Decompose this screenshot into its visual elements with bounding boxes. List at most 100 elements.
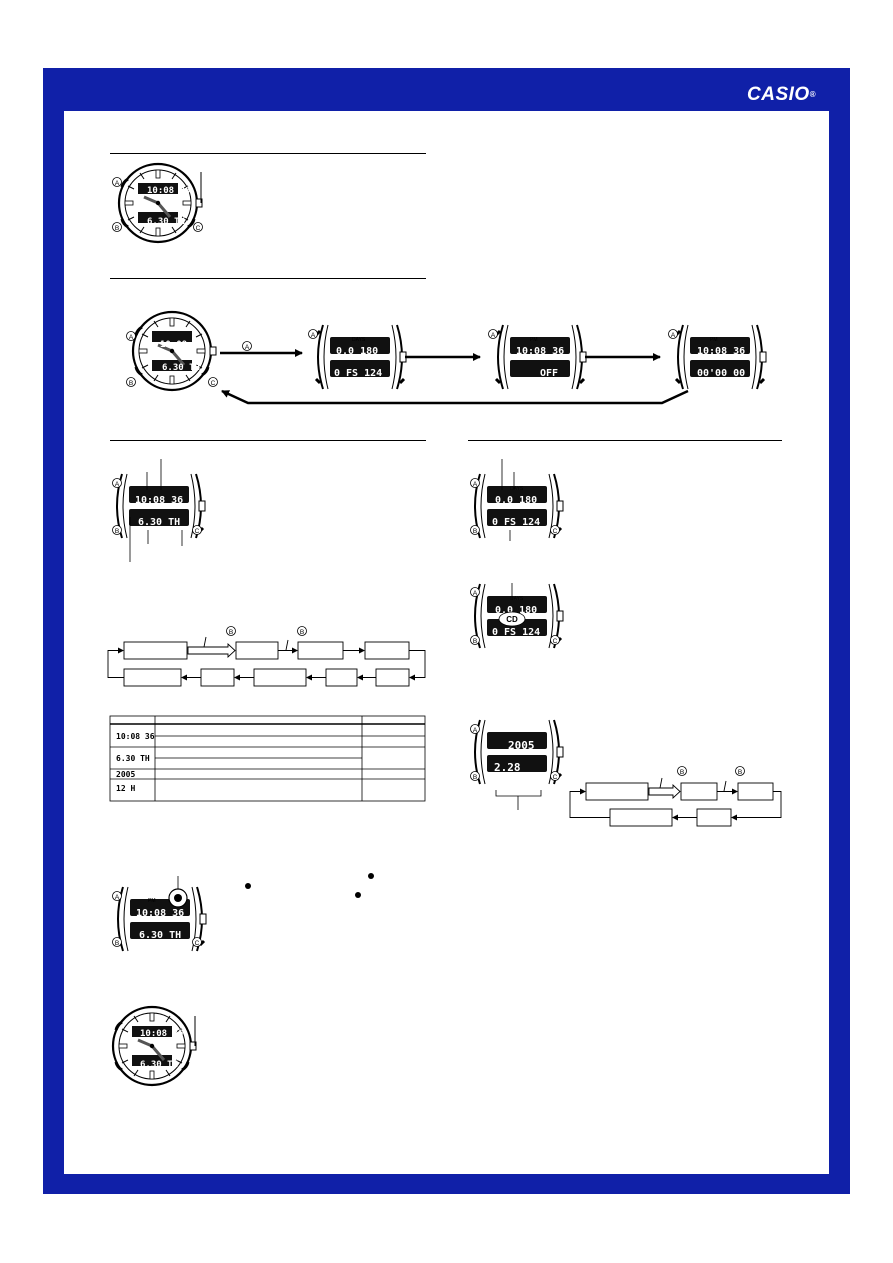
button-c-label: C [208, 377, 218, 387]
return-arrow [221, 389, 689, 405]
section-rule-4 [468, 440, 782, 441]
svg-text:B: B [473, 638, 477, 645]
button-a-label: A [112, 891, 122, 901]
button-a-label: A [126, 331, 136, 341]
button-b-label: B [297, 626, 307, 636]
button-a-label: A [488, 329, 498, 339]
button-a-label: A [112, 177, 122, 187]
svg-text:6.30 TH: 6.30 TH [162, 363, 200, 373]
svg-text:A: A [245, 344, 250, 351]
svg-text:10:08 36: 10:08 36 [160, 340, 203, 350]
svg-text:2005: 2005 [508, 739, 535, 752]
button-b-label: B [112, 937, 122, 947]
svg-text:10:08 36: 10:08 36 [697, 346, 745, 357]
svg-text:B: B [680, 769, 684, 776]
button-a-label: A [470, 478, 480, 488]
svg-text:B: B [115, 940, 119, 947]
button-a-label: A [308, 329, 318, 339]
crown-watch-illustration: 10:08 36 6.30 TH A B C [112, 162, 204, 244]
svg-text:0,0 180: 0,0 180 [495, 605, 537, 616]
svg-text:A: A [473, 590, 478, 597]
button-c-label: C [193, 222, 203, 232]
svg-text:B: B [738, 769, 742, 776]
section-rule-3 [110, 440, 426, 441]
watch-top-display: 10:08 36 [147, 186, 190, 196]
svg-text:0 FS 124: 0 FS 124 [492, 627, 540, 638]
svg-text:DAYS: DAYS [510, 486, 524, 492]
mode-watch-countdown: DAYS 0,0 180 0 FS 124 [314, 323, 408, 391]
settings-table [109, 715, 426, 802]
svg-text:A: A [311, 332, 316, 339]
svg-text:C: C [195, 528, 200, 535]
svg-text:0 FS 124: 0 FS 124 [492, 517, 540, 528]
svg-text:B: B [115, 225, 119, 232]
dst-indicator-icon [245, 873, 374, 898]
button-b-label: B [226, 626, 236, 636]
svg-text:A: A [473, 727, 478, 734]
svg-text:C: C [553, 638, 558, 645]
svg-text:A: A [115, 894, 120, 901]
svg-text:B: B [473, 528, 477, 535]
svg-text:A: A [473, 481, 478, 488]
svg-text:C: C [195, 940, 200, 947]
manual-page [64, 111, 829, 1174]
button-c-label: C [550, 771, 560, 781]
svg-text:CD: CD [506, 615, 518, 624]
mode-cycle-diagram: 10:08 36 6.30 TH A B C A DAYS 0,0 180 0 … [126, 310, 768, 405]
button-b-label: B [470, 635, 480, 645]
button-b-label: B [470, 525, 480, 535]
svg-text:A: A [115, 180, 120, 187]
watch-bottom-display: 6.30 TH [147, 217, 185, 227]
countdown-setting-watch-illustration: DAYS 0,0 180 0 FS 124 CD A B C [470, 582, 565, 650]
button-b-label: B [677, 766, 687, 776]
date-sequence-flow [569, 777, 782, 827]
date-watch-illustration: 2005 2.28 A B C [470, 718, 565, 810]
svg-text:B: B [473, 774, 477, 781]
setting-sequence-flow [107, 636, 426, 687]
table-row-display: 2005 [116, 770, 135, 779]
svg-text:A: A [491, 332, 496, 339]
timekeeping-watch-illustration: 10:08 36 6.30 TH A B C [112, 459, 207, 562]
brand-logo: CASIO® [747, 84, 817, 105]
svg-text:A: A [671, 332, 676, 339]
button-c-label: C [192, 525, 202, 535]
svg-text:10:08 36: 10:08 36 [136, 908, 184, 919]
svg-text:10:08 36: 10:08 36 [135, 495, 183, 506]
button-b-label: B [735, 766, 745, 776]
svg-text:0,0 180: 0,0 180 [495, 495, 537, 506]
button-b-label: B [112, 222, 122, 232]
button-a-label: A [470, 587, 480, 597]
svg-text:2.28: 2.28 [494, 761, 521, 774]
svg-text:B: B [229, 629, 233, 636]
svg-text:A: A [115, 481, 120, 488]
button-a-label: A [112, 478, 122, 488]
svg-text:PM: PM [530, 337, 538, 343]
svg-text:C: C [211, 380, 216, 387]
svg-text:C: C [196, 225, 201, 232]
arrow-button-a-label: A [242, 341, 252, 351]
crown-watch-illustration-2: 10:08 36 6.30 TH [111, 1005, 198, 1087]
mode-watch-stopwatch: PM 10:08 36 00'00 00 [674, 323, 768, 391]
dst-watch-illustration: PM 10:08 36 6.30 TH A B C [112, 876, 208, 953]
svg-text:PM: PM [710, 337, 718, 343]
svg-text:DAYS: DAYS [352, 337, 366, 343]
button-b-label: B [126, 377, 136, 387]
svg-text:B: B [300, 629, 304, 636]
button-c-label: C [192, 937, 202, 947]
svg-text:PM: PM [148, 898, 156, 904]
svg-text:B: B [129, 380, 133, 387]
mode-watch-timekeeping: 10:08 36 6.30 TH [131, 310, 218, 392]
button-a-label: A [668, 329, 678, 339]
svg-text:6.30 TH: 6.30 TH [139, 930, 181, 941]
svg-text:10:08 36: 10:08 36 [140, 1029, 183, 1039]
svg-text:0,0 180: 0,0 180 [336, 346, 378, 357]
svg-text:0 FS 124: 0 FS 124 [334, 368, 382, 379]
button-c-label: C [550, 525, 560, 535]
svg-text:10:08 36: 10:08 36 [516, 346, 564, 357]
section-rule-1 [110, 153, 426, 154]
svg-text:6.30 TH: 6.30 TH [140, 1060, 178, 1070]
svg-text:C: C [553, 528, 558, 535]
button-b-label: B [112, 525, 122, 535]
svg-text:00'00 00: 00'00 00 [697, 368, 745, 379]
